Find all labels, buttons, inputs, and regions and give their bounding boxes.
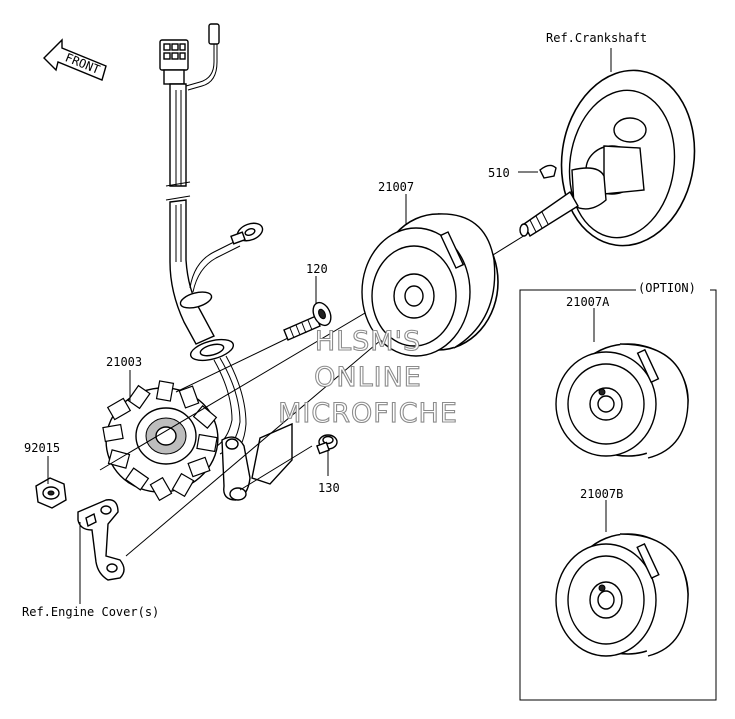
watermark: HLSM'S ONLINE MICROFICHE <box>278 325 458 429</box>
label-option: (OPTION) <box>638 281 696 295</box>
engine-cover-bracket <box>77 499 125 581</box>
crankshaft <box>519 69 696 247</box>
front-label: FRONT <box>63 50 102 77</box>
label-21007b: 21007B <box>580 487 623 501</box>
label-92015: 92015 <box>24 441 60 455</box>
pickup-coil <box>221 422 293 501</box>
rotor <box>361 213 499 357</box>
nut <box>35 477 67 509</box>
rotor-option-b <box>555 533 689 657</box>
bolt <box>283 301 332 341</box>
label-21003: 21003 <box>106 355 142 369</box>
label-130: 130 <box>318 481 340 495</box>
stator <box>102 380 219 502</box>
wiring-harness <box>159 23 264 459</box>
rotor-option-a <box>555 343 689 459</box>
label-engine-cover: Ref.Engine Cover(s) <box>22 605 159 619</box>
watermark-line-3: MICROFICHE <box>278 398 458 429</box>
label-21007: 21007 <box>378 180 414 194</box>
option-box <box>519 281 717 701</box>
label-crankshaft: Ref.Crankshaft <box>546 31 647 45</box>
label-21007a: 21007A <box>566 295 610 309</box>
watermark-line-2: ONLINE <box>314 362 422 393</box>
front-arrow-icon: FRONT <box>43 38 107 81</box>
label-120: 120 <box>306 262 328 276</box>
watermark-line-1: HLSM'S <box>315 326 421 357</box>
label-510: 510 <box>488 166 510 180</box>
leader-lines <box>47 48 612 604</box>
woodruff-key <box>518 164 557 179</box>
screw <box>316 434 338 455</box>
